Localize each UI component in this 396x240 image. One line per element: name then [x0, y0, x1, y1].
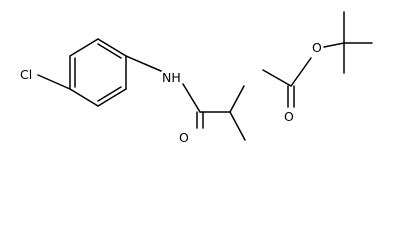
ring-bond-4	[69, 88, 99, 107]
ester-oxygen-label: O	[312, 40, 322, 55]
c-cl-bond	[37, 74, 71, 90]
benzene-ring	[69, 38, 127, 107]
ring-double-bond-2	[97, 86, 122, 102]
structure-diagram: Cl NH O O O	[20, 11, 373, 145]
amide-nh-label: NH	[162, 70, 181, 85]
aryl-nh-bond	[125, 55, 162, 72]
chlorine-label: Cl	[20, 67, 32, 82]
ring-bond-1	[97, 38, 127, 57]
ring-double-bond-1	[97, 43, 122, 59]
nh-amide-carbon-bond	[182, 83, 201, 113]
hn-carbamate-carbon-bond	[262, 69, 292, 87]
ring-bond-3	[97, 88, 127, 107]
carbamate-carbonyl-oxygen-label: O	[284, 109, 294, 124]
molecule-drawing: Cl NH O O O	[20, 11, 373, 145]
ring-bond-6	[69, 38, 99, 57]
ester-oxygen-tbutyl-bond	[323, 42, 345, 48]
amide-oxygen-label: O	[179, 130, 189, 145]
alpha-hn-bond	[229, 85, 245, 113]
carbamate-ester-oxygen-bond	[290, 57, 312, 87]
alpha-methyl-bond	[229, 111, 246, 141]
